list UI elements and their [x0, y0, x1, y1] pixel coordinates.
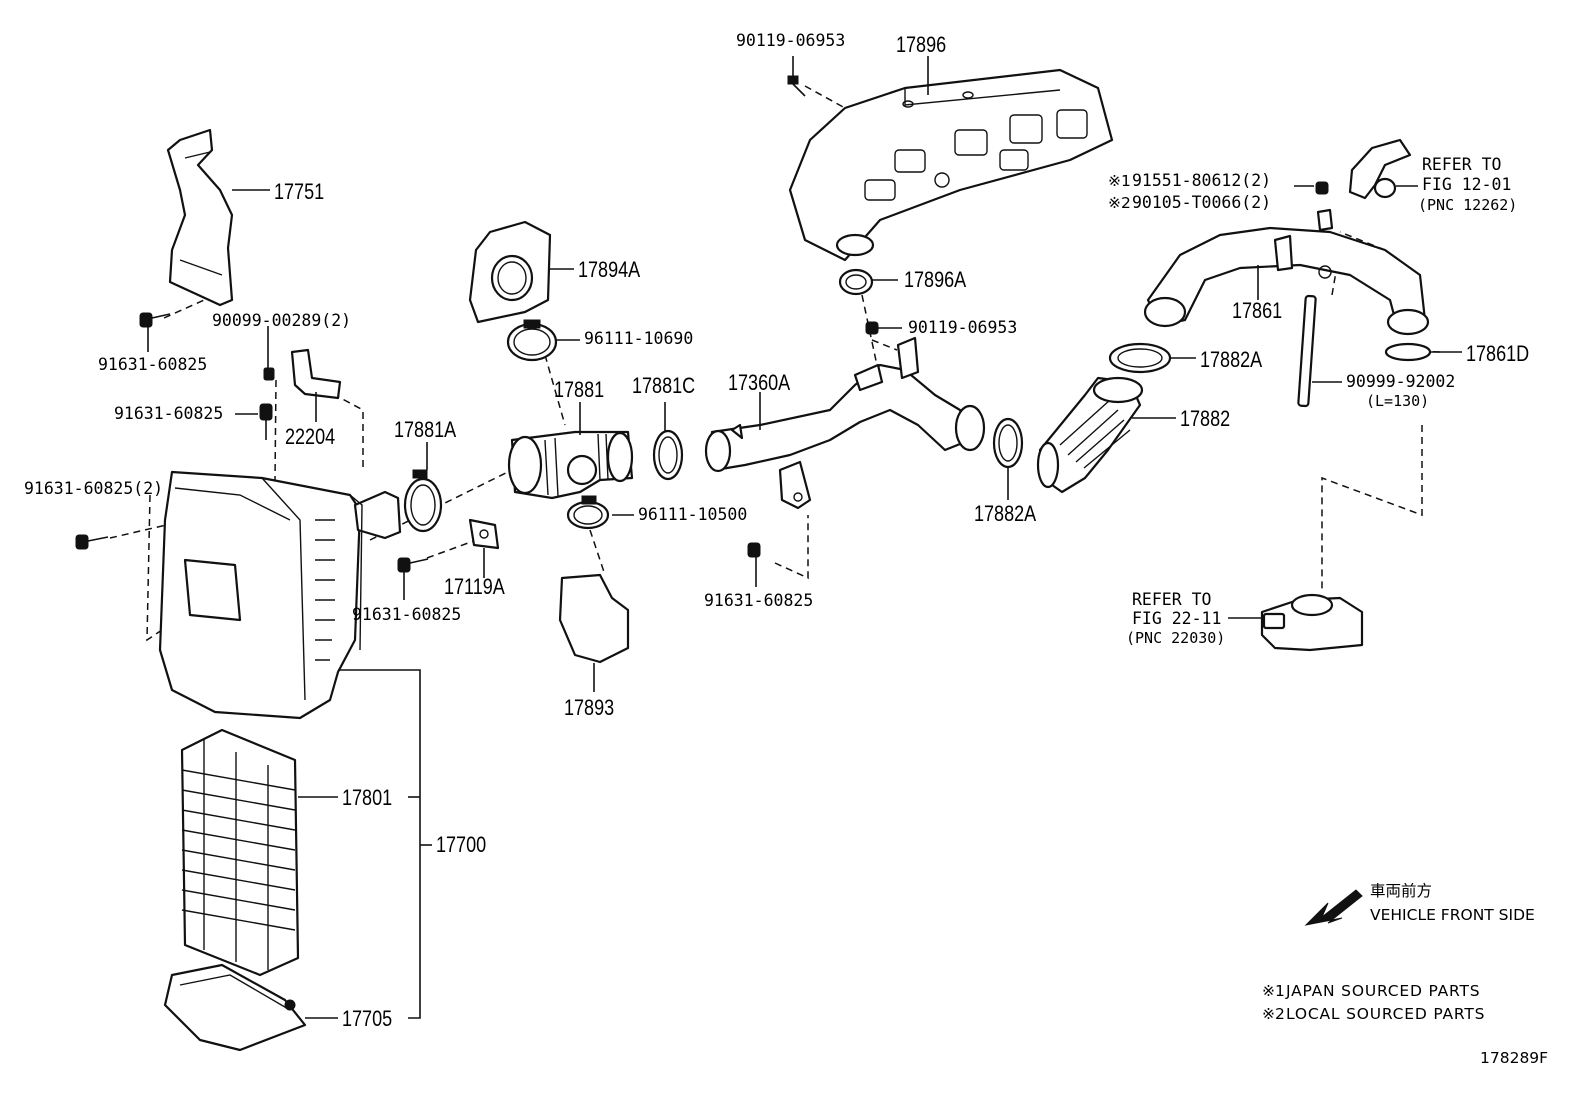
part-17896-cover	[788, 68, 1114, 262]
callout-96111-10500: 96111-10500	[638, 505, 747, 524]
note-2-mark: ※2	[1262, 1005, 1285, 1023]
part-17360A-pipe	[704, 336, 986, 510]
screw-90099-00289	[263, 367, 275, 381]
refer-fig-22-11-line2: FIG 22-11	[1132, 609, 1221, 628]
part-throttle-body-22030	[1260, 593, 1364, 652]
callout-17861D: 17861D	[1466, 342, 1529, 366]
note-1-text: JAPAN SOURCED PARTS	[1285, 982, 1480, 1000]
callout-17893: 17893	[564, 696, 614, 720]
callout-90119-06953-mid: 90119-06953	[908, 318, 1017, 337]
bolt-91631-60825-2	[75, 534, 109, 550]
callout-90999-92002: 90999-92002	[1346, 372, 1455, 391]
callout-17881: 17881	[554, 378, 604, 402]
part-hose-12262	[1348, 138, 1412, 200]
refer-fig-12-01-line2: FIG 12-01	[1422, 175, 1511, 194]
callout-17882: 17882	[1180, 407, 1230, 431]
part-17861-pipe	[1143, 208, 1430, 336]
part-96111-10500-clamp	[566, 495, 610, 530]
callout-L130: (L=130)	[1366, 392, 1429, 410]
callout-17700: 17700	[436, 833, 486, 857]
bolt-91631-60825-a	[139, 312, 171, 328]
callout-90099-00289: 90099-00289(2)	[212, 311, 351, 330]
bolt-90119-06953-mid	[865, 321, 879, 335]
part-17882-bellows-hose	[1036, 376, 1144, 494]
refer-fig-22-11-line3: (PNC 22030)	[1126, 629, 1225, 647]
part-17882A-clamp-bottom	[992, 417, 1024, 469]
callout-91551-80612: 91551-80612(2)	[1132, 171, 1271, 190]
callout-22204: 22204	[285, 425, 335, 449]
callout-96111-10690: 96111-10690	[584, 329, 693, 348]
part-17882A-clamp-top	[1108, 342, 1172, 374]
note-2-text: LOCAL SOURCED PARTS	[1286, 1005, 1485, 1023]
callout-17801: 17801	[342, 786, 392, 810]
callout-mark-2: ※2	[1108, 194, 1131, 212]
part-17705-tray	[163, 963, 307, 1052]
callout-17705: 17705	[342, 1007, 392, 1031]
callout-17881C: 17881C	[632, 374, 695, 398]
vehicle-front-jp: 車両前方	[1370, 882, 1432, 900]
part-90999-92002-tube	[1297, 294, 1317, 408]
bolt-91551-80612	[1315, 181, 1329, 195]
part-96111-10690-clamp	[506, 319, 558, 362]
callout-91631-60825-c: 91631-60825	[352, 605, 461, 624]
part-air-cleaner-case	[158, 470, 402, 720]
callout-17882A-bottom: 17882A	[974, 502, 1037, 526]
bolt-91631-60825-c	[397, 557, 429, 573]
part-22204-sensor	[290, 348, 342, 400]
part-17893	[558, 573, 630, 664]
part-17896A	[838, 268, 874, 296]
callout-17881A: 17881A	[394, 418, 457, 442]
callout-17896A: 17896A	[904, 268, 967, 292]
refer-fig-12-01-line1: REFER TO	[1422, 155, 1501, 174]
part-17881A-clamp	[403, 469, 443, 533]
callout-17360A: 17360A	[728, 371, 791, 395]
bolt-91631-60825-b	[259, 403, 273, 440]
refer-fig-22-11-line1: REFER TO	[1132, 590, 1211, 609]
leader-lines	[147, 56, 1462, 1019]
callout-mark-1: ※1	[1108, 172, 1131, 190]
bolt-91631-60825-d	[747, 542, 761, 558]
legend: 車両前方 VEHICLE FRONT SIDE ※1 JAPAN SOURCED…	[1262, 882, 1548, 1067]
part-17119A-bracket	[468, 518, 500, 550]
part-17894A	[468, 220, 552, 324]
note-1-mark: ※1	[1262, 982, 1285, 1000]
vehicle-front-arrow-icon	[1304, 889, 1363, 926]
bolt-90119-06953-top	[787, 75, 806, 97]
part-17801-filter	[180, 728, 300, 977]
callout-90105-T0066: 90105-T0066(2)	[1132, 193, 1271, 212]
figure-code: 178289F	[1480, 1049, 1548, 1067]
callout-17896: 17896	[896, 33, 946, 57]
refer-fig-12-01-line3: (PNC 12262)	[1418, 196, 1517, 214]
callout-90119-06953-top: 90119-06953	[736, 31, 845, 50]
part-17751-duct	[166, 128, 234, 307]
callout-labels: 90119-06953 17896 17751 ※1 91551-80612(2…	[24, 31, 1529, 1031]
part-17881-hose	[507, 430, 634, 500]
callout-17882A-top: 17882A	[1200, 348, 1263, 372]
callout-17751: 17751	[274, 180, 324, 204]
callout-17861: 17861	[1232, 299, 1282, 323]
callout-91631-60825-b: 91631-60825	[114, 404, 223, 423]
callout-91631-60825-2: 91631-60825(2)	[24, 479, 163, 498]
vehicle-front-en: VEHICLE FRONT SIDE	[1370, 906, 1535, 924]
callout-17894A: 17894A	[578, 258, 641, 282]
part-17861D-clamp	[1384, 342, 1432, 362]
part-17881C-clamp	[652, 429, 684, 481]
callout-91631-60825-d: 91631-60825	[704, 591, 813, 610]
callout-91631-60825-a: 91631-60825	[98, 355, 207, 374]
callout-17119A: 17119A	[444, 575, 505, 599]
